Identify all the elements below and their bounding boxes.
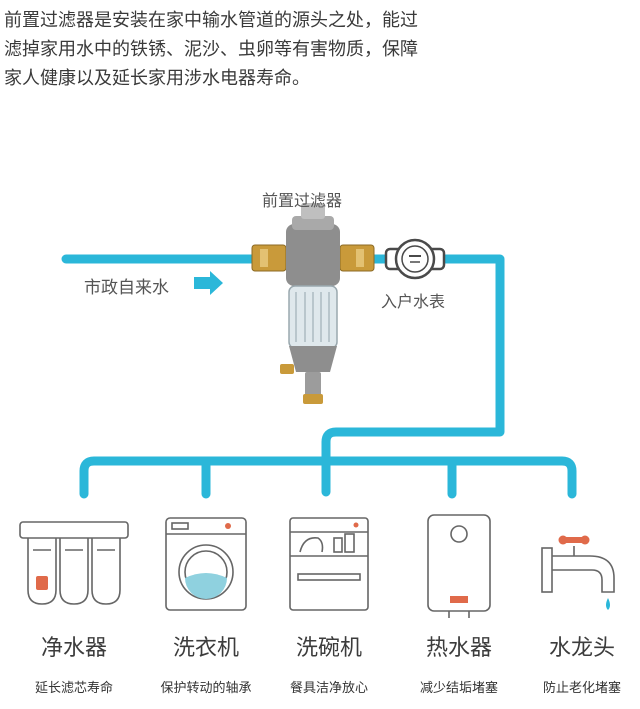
flow-arrow-icon bbox=[194, 271, 223, 295]
pre-filter-icon bbox=[251, 203, 375, 404]
appliance-name-washer: 洗衣机 bbox=[172, 636, 239, 661]
appliance-benefit-dishwasher: 餐具洁净放心 bbox=[289, 681, 368, 696]
appliance-name-faucet: 水龙头 bbox=[548, 636, 615, 661]
intro-text: 前置过滤器是安装在家中输水管道的源头之处，能过 滤掉家用水中的铁锈、泥沙、虫卵等… bbox=[4, 6, 474, 93]
intro-line: 家人健康以及延长家用涉水电器寿命。 bbox=[4, 68, 310, 89]
dishwasher-icon bbox=[289, 517, 369, 611]
pipe-network bbox=[61, 254, 577, 499]
water-meter-icon bbox=[384, 238, 446, 280]
faucet-icon bbox=[541, 546, 615, 593]
appliance-benefit-faucet: 防止老化堵塞 bbox=[542, 681, 621, 696]
appliance-name-dishwasher: 洗碗机 bbox=[295, 636, 362, 661]
appliance-benefit-heater: 减少结垢堵塞 bbox=[419, 681, 498, 696]
municipal-supply-label: 市政自来水 bbox=[84, 278, 169, 298]
water-heater-icon bbox=[427, 514, 491, 618]
intro-line: 前置过滤器是安装在家中输水管道的源头之处，能过 bbox=[4, 10, 418, 31]
appliance-benefit-washer: 保护转动的轴承 bbox=[160, 681, 252, 696]
distribution-manifold bbox=[79, 456, 577, 499]
appliance-name-heater: 热水器 bbox=[425, 636, 492, 661]
appliance-name-purifier: 净水器 bbox=[40, 636, 107, 661]
appliance-benefit-purifier: 延长滤芯寿命 bbox=[34, 681, 113, 696]
water-purifier-icon bbox=[19, 521, 129, 605]
pre-filter-label: 前置过滤器 bbox=[262, 191, 343, 210]
water-meter-label: 入户水表 bbox=[381, 292, 446, 311]
intro-line: 滤掉家用水中的铁锈、泥沙、虫卵等有害物质，保障 bbox=[4, 39, 418, 60]
supply-pipe bbox=[61, 254, 505, 497]
